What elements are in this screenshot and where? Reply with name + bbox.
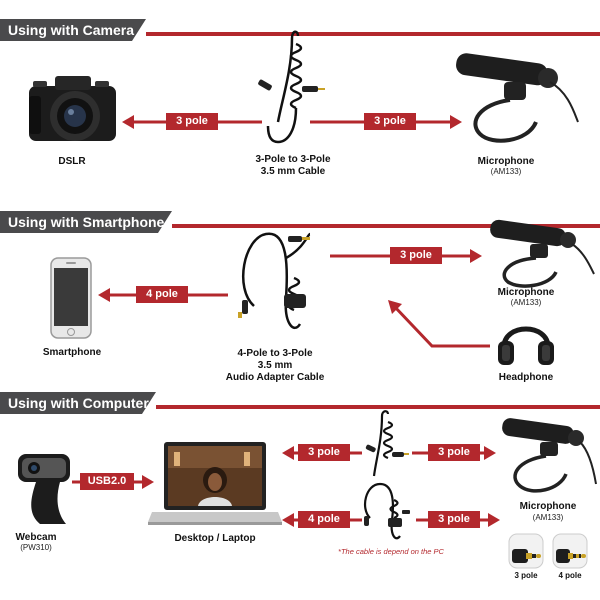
tag-computer-bottom-left: 4 pole <box>298 511 350 528</box>
tag-computer-top-left: 3 pole <box>298 444 350 461</box>
dslr-camera-icon <box>29 76 116 141</box>
section-title-smartphone: Using with Smartphone <box>8 214 165 230</box>
plug-3pole-icon <box>508 533 544 569</box>
microphone-icon <box>490 219 595 288</box>
webcam-icon <box>18 454 70 524</box>
laptop-label: Desktop / Laptop <box>174 533 256 544</box>
tag-smartphone-right: 3 pole <box>390 247 442 264</box>
webcam-model: (PW310) <box>20 543 52 552</box>
headphone-label: Headphone <box>498 372 554 383</box>
phone-cable-label: 4-Pole to 3-Pole 3.5 mm Audio Adapter Ca… <box>220 348 330 384</box>
camera-mic-model: (AM133) <box>490 167 522 176</box>
tag-smartphone-left: 4 pole <box>136 286 188 303</box>
computer-mic-label: Microphone <box>519 501 577 512</box>
camera-cable-label: 3-Pole to 3-Pole 3.5 mm Cable <box>238 154 348 178</box>
microphone-icon <box>502 418 597 493</box>
cable-note: *The cable is depend on the PC <box>338 547 444 556</box>
microphone-icon <box>456 53 579 143</box>
section-header-camera: Using with Camera <box>0 19 600 41</box>
arrow-from-headphone <box>388 300 490 348</box>
headphone-icon <box>498 326 554 365</box>
phone-cable-label-line1: 4-Pole to 3-Pole <box>237 348 313 359</box>
smartphone-icon <box>50 257 92 339</box>
phone-mic-label: Microphone <box>497 287 555 298</box>
plug-3pole-label: 3 pole <box>514 571 538 580</box>
plug-4pole-icon <box>552 533 588 569</box>
section-header-smartphone: Using with Smartphone <box>0 211 600 233</box>
adapter-cable-icon <box>238 232 311 330</box>
phone-mic-model: (AM133) <box>510 298 542 307</box>
dslr-label: DSLR <box>58 156 86 167</box>
computer-mic-model: (AM133) <box>532 513 564 522</box>
coiled-cable-icon <box>258 30 325 144</box>
camera-cable-label-line2: 3.5 mm Cable <box>260 166 326 177</box>
tag-computer-top-right: 3 pole <box>428 444 480 461</box>
smartphone-label: Smartphone <box>42 347 102 358</box>
camera-cable-label-line1: 3-Pole to 3-Pole <box>255 154 331 165</box>
section-title-computer: Using with Computer <box>8 395 149 411</box>
tag-usb: USB2.0 <box>80 473 134 490</box>
webcam-label: Webcam <box>15 532 57 543</box>
phone-cable-label-line2: 3.5 mm <box>257 360 293 371</box>
tag-computer-bottom-right: 3 pole <box>428 511 480 528</box>
camera-mic-label: Microphone <box>477 156 535 167</box>
plug-4pole-label: 4 pole <box>558 571 582 580</box>
section-title-camera: Using with Camera <box>8 22 135 38</box>
phone-cable-label-line3: Audio Adapter Cable <box>225 372 325 383</box>
tag-camera-left: 3 pole <box>166 113 218 130</box>
laptop-icon <box>148 442 282 525</box>
adapter-cable-icon <box>363 482 410 540</box>
section-header-computer: Using with Computer <box>0 392 600 414</box>
coiled-cable-icon <box>365 410 409 477</box>
tag-camera-right: 3 pole <box>364 113 416 130</box>
